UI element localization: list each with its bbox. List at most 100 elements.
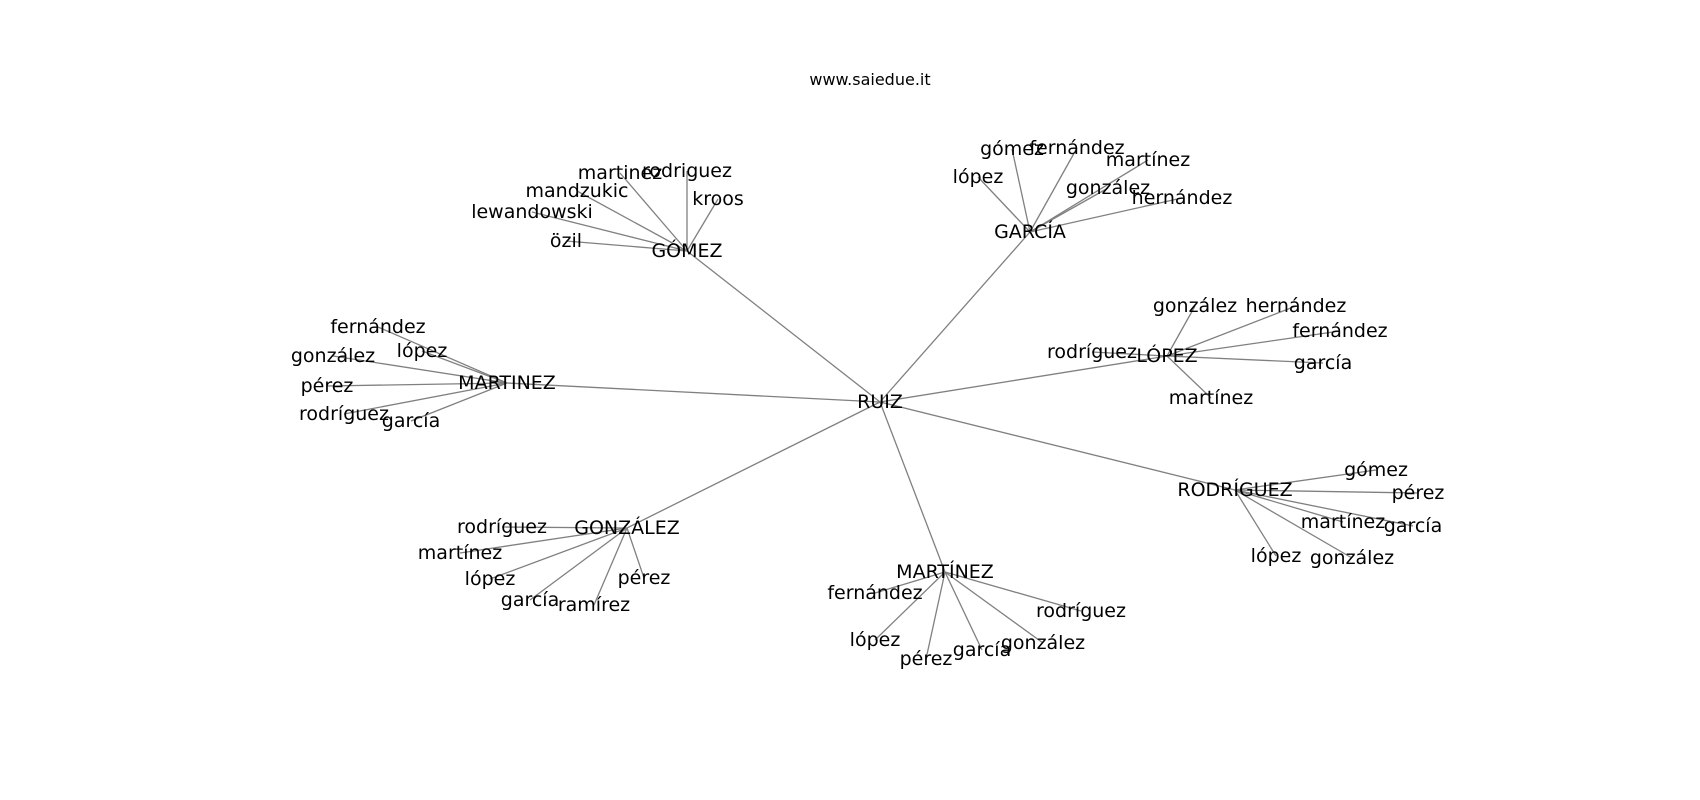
leaf-node-label: gonzález: [1153, 295, 1237, 317]
edge-hub-to-leaf: [343, 382, 508, 415]
edge-hub-to-leaf: [686, 198, 719, 252]
leaf-node-label: lópez: [1251, 545, 1302, 567]
leaf-node-label: lewandowski: [471, 201, 593, 223]
edge-hub-to-leaf: [1234, 469, 1377, 491]
edge-hub-to-leaf: [326, 382, 508, 387]
edge-root-to-hub: [506, 382, 881, 403]
leaf-node-label: martinez: [578, 162, 662, 184]
root-node-label: RUIZ: [857, 391, 903, 413]
leaf-node-label: rodriguez: [642, 160, 732, 182]
hub-node-label: MARTÍNEZ: [896, 560, 994, 583]
leaf-node-label: lópez: [953, 166, 1004, 188]
edge-hub-to-leaf: [459, 527, 628, 554]
edge-hub-to-leaf: [489, 527, 628, 580]
leaf-node-label: rodríguez: [1047, 341, 1137, 363]
hub-node-label: GÓMEZ: [651, 238, 722, 262]
edge-hub-to-leaf: [1234, 489, 1353, 559]
edge-hub-to-leaf: [977, 176, 1031, 233]
edge-root-to-hub: [879, 355, 1168, 403]
leaf-node-label: ramírez: [558, 594, 630, 616]
leaf-node-label: garcía: [501, 589, 559, 611]
edge-hub-to-leaf: [944, 571, 1044, 644]
leaf-node-label: pérez: [301, 375, 354, 397]
leaf-node-label: hernández: [1132, 187, 1233, 209]
leaf-node-label: pérez: [1392, 482, 1445, 504]
leaf-node-label: fernández: [330, 316, 425, 338]
hub-node-label: GONZÁLEZ: [574, 516, 680, 539]
leaf-node-label: garcía: [953, 639, 1011, 661]
edge-hub-to-leaf: [332, 355, 508, 384]
edge-root-to-hub: [686, 250, 881, 403]
leaf-node-label: lópez: [397, 340, 448, 362]
edge-hub-to-leaf: [1234, 489, 1344, 523]
leaf-node-label: fernández: [1292, 320, 1387, 342]
edge-hub-to-leaf: [377, 326, 508, 384]
leaf-node-label: martínez: [1169, 387, 1253, 409]
hub-node-label: LÓPEZ: [1136, 343, 1197, 367]
hub-node-label: GARCÍA: [994, 220, 1066, 243]
edge-hub-to-leaf: [531, 211, 688, 252]
edge-hub-to-leaf: [1029, 187, 1109, 233]
leaf-node-label: fernández: [827, 582, 922, 604]
leaf-node-label: gonzález: [1310, 547, 1394, 569]
edge-hub-to-leaf: [1091, 351, 1168, 357]
edge-root-to-hub: [626, 401, 881, 529]
edge-hub-to-leaf: [1234, 489, 1277, 557]
edge-root-to-hub: [879, 401, 946, 573]
hub-node-label: RODRÍGUEZ: [1177, 478, 1292, 501]
leaf-node-label: gonzález: [1001, 632, 1085, 654]
edge-hub-to-leaf: [874, 571, 946, 594]
leaf-node-label: rodríguez: [299, 403, 389, 425]
edge-hub-to-leaf: [529, 527, 628, 601]
leaf-node-label: gonzález: [291, 345, 375, 367]
edge-hub-to-leaf: [421, 350, 508, 384]
leaf-node-label: garcía: [1384, 515, 1442, 537]
edge-hub-to-leaf: [1166, 355, 1212, 399]
leaf-node-label: lópez: [465, 568, 516, 590]
edge-root-to-hub: [879, 401, 1236, 491]
edge-hub-to-leaf: [1166, 355, 1324, 364]
edge-hub-to-leaf: [410, 382, 508, 422]
leaf-node-label: gómez: [980, 138, 1044, 160]
leaf-node-label: gómez: [1344, 459, 1408, 481]
leaf-node-label: mandzukic: [526, 180, 629, 202]
leaf-node-label: martínez: [1301, 511, 1385, 533]
leaf-node-label: lópez: [850, 629, 901, 651]
edge-hub-to-leaf: [1166, 305, 1297, 357]
hub-node-label: MARTINEZ: [458, 372, 556, 394]
edge-hub-to-leaf: [501, 526, 628, 529]
leaf-node-label: gonzález: [1066, 177, 1150, 199]
edge-hub-to-leaf: [1029, 197, 1183, 233]
leaf-node-label: martínez: [1106, 149, 1190, 171]
edge-hub-to-leaf: [874, 571, 946, 641]
edge-hub-to-leaf: [1234, 489, 1414, 527]
edge-hub-to-leaf: [565, 240, 688, 252]
leaf-node-label: martínez: [418, 542, 502, 564]
edge-hub-to-leaf: [1166, 305, 1196, 357]
edge-hub-to-leaf: [944, 571, 1082, 612]
edge-hub-to-leaf: [576, 190, 688, 252]
leaf-node-label: özil: [550, 230, 582, 252]
edge-hub-to-leaf: [944, 571, 983, 651]
leaf-node-label: rodríguez: [457, 516, 547, 538]
leaf-node-label: pérez: [900, 648, 953, 670]
edge-hub-to-leaf: [1234, 489, 1419, 494]
leaf-node-label: hernández: [1246, 295, 1347, 317]
edge-hub-to-leaf: [1166, 330, 1341, 357]
edge-hub-to-leaf: [1029, 159, 1149, 233]
leaf-node-label: rodríguez: [1036, 600, 1126, 622]
edge-hub-to-leaf: [619, 172, 688, 252]
diagram-title: www.saiedue.it: [809, 70, 931, 89]
edge-hub-to-leaf: [593, 527, 628, 606]
edge-root-to-hub: [879, 231, 1031, 403]
leaf-node-label: fernández: [1029, 137, 1124, 159]
edge-hub-to-leaf: [925, 571, 946, 660]
leaf-node-label: kroos: [692, 188, 744, 210]
edge-hub-to-leaf: [626, 527, 645, 579]
edge-hub-to-leaf: [1011, 148, 1031, 233]
leaf-node-label: pérez: [618, 567, 671, 589]
edge-hub-to-leaf: [1029, 147, 1078, 233]
leaf-node-label: garcía: [1294, 352, 1352, 374]
leaf-node-label: garcía: [382, 410, 440, 432]
